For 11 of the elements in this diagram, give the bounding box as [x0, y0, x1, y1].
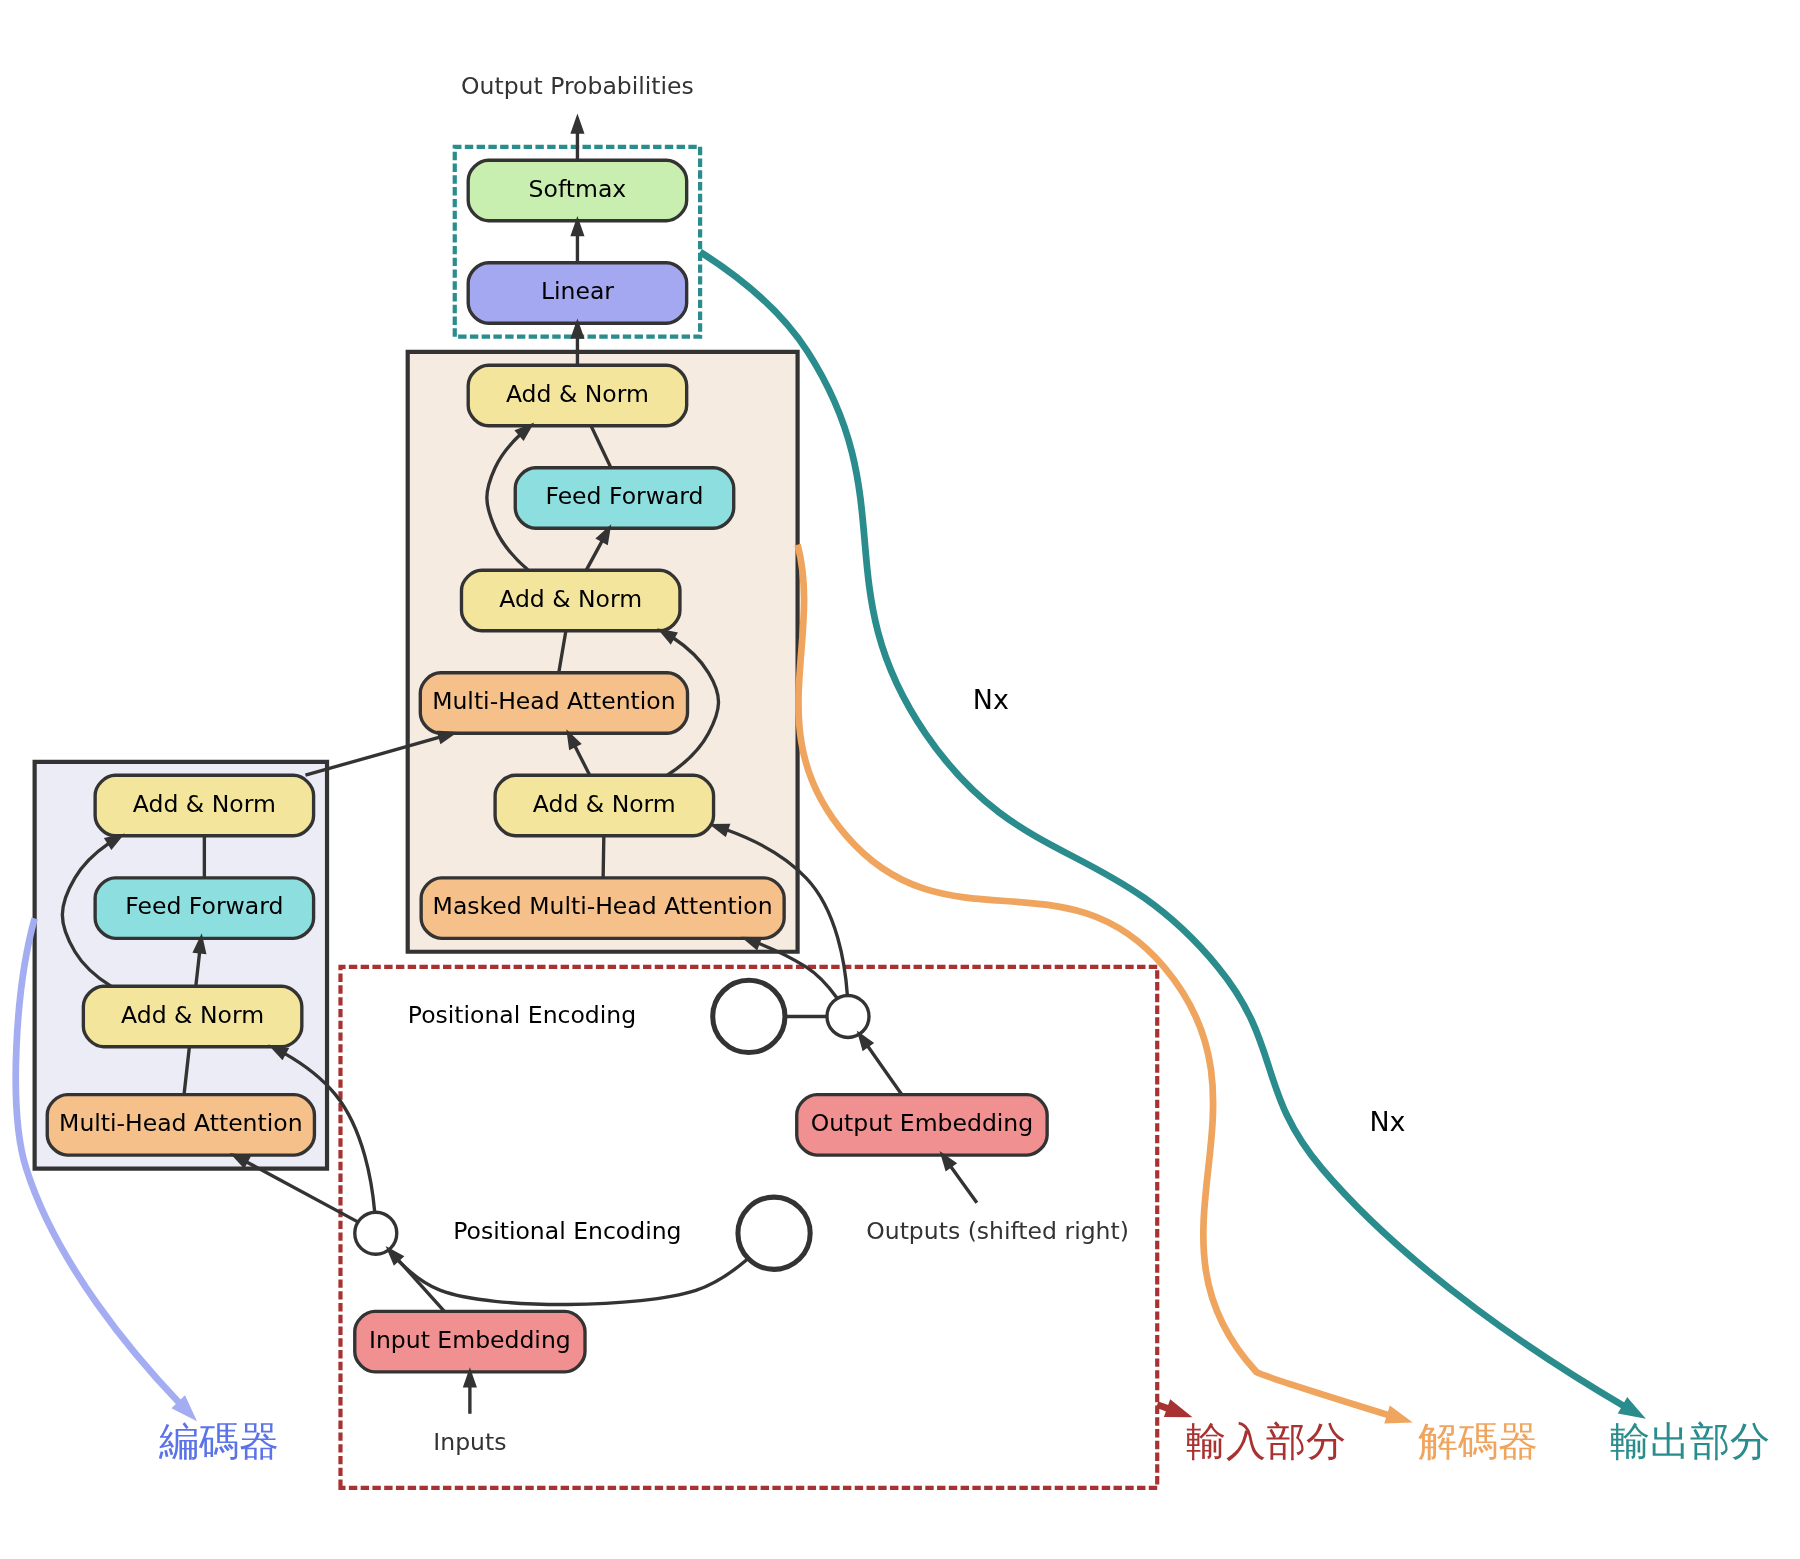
- node-label: Positional Encoding: [407, 1000, 637, 1029]
- node-text: Outputs (shifted right): [866, 1217, 1129, 1246]
- node-text: 輸入部分: [1186, 1417, 1347, 1465]
- node-label: Positional Encoding: [453, 1217, 682, 1246]
- node-text: Output Probabilities: [461, 72, 694, 101]
- node-text: 輸出部分: [1609, 1417, 1770, 1465]
- node-text: 編碼器: [159, 1417, 280, 1465]
- node-text: Inputs: [433, 1428, 507, 1457]
- label: Nx: [1369, 1106, 1406, 1138]
- node-text: 解碼器: [1418, 1417, 1539, 1465]
- label: Nx: [972, 684, 1009, 716]
